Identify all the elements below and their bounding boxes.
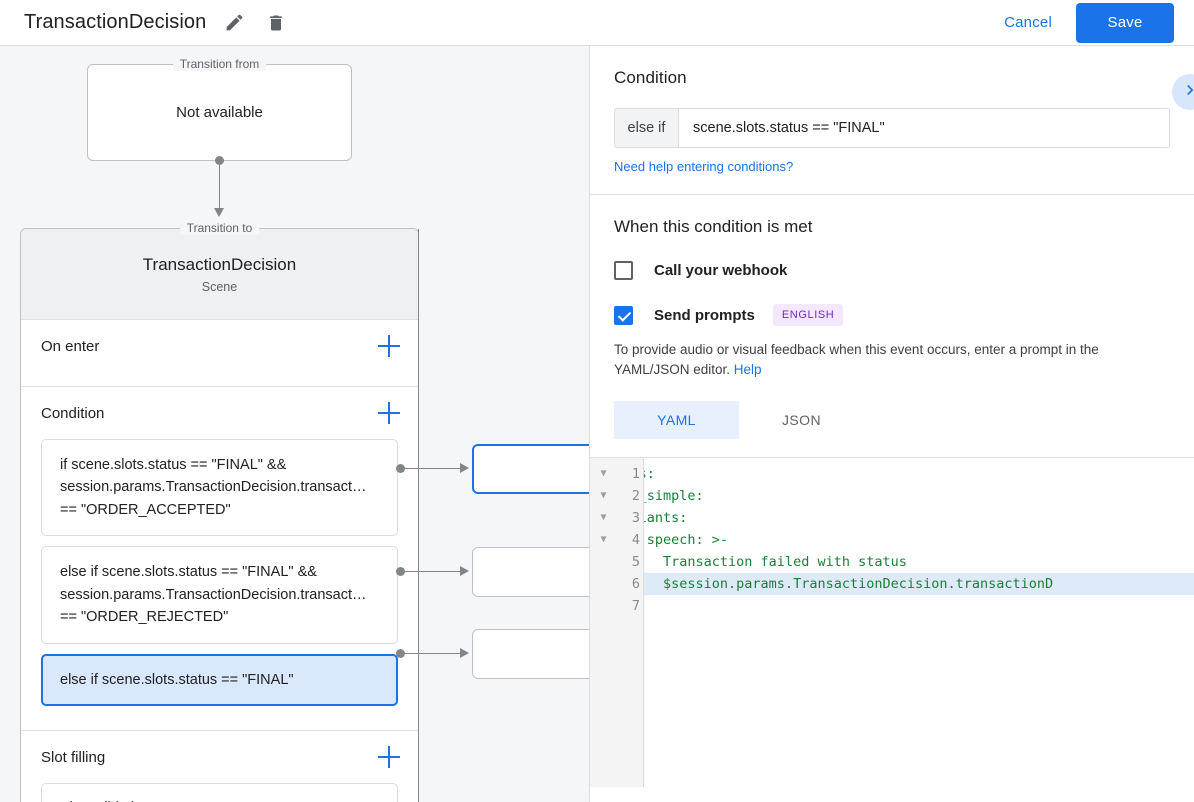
- condition-section-title: Condition: [614, 68, 687, 87]
- section-header-on-enter: On enter: [21, 320, 418, 372]
- section-header-slot-filling: Slot filling: [21, 731, 418, 783]
- when-condition-met-title: When this condition is met: [614, 217, 813, 236]
- section-title-condition: Condition: [41, 404, 105, 422]
- trash-icon: [266, 13, 286, 33]
- line-number: 6: [631, 575, 640, 592]
- tab-json[interactable]: JSON: [782, 411, 821, 428]
- code-line: variants:: [644, 509, 688, 526]
- connector-line: [219, 164, 220, 210]
- send-prompts-checkbox[interactable]: [614, 305, 633, 325]
- line-number: 4: [631, 531, 640, 548]
- transition-from-value: Not available: [176, 104, 263, 121]
- code-line: Transaction failed with status: [663, 553, 907, 570]
- condition-item-2[interactable]: else if scene.slots.status == "FINAL" &&…: [41, 546, 398, 644]
- fold-spacer: [590, 573, 617, 595]
- section-on-enter: On enter: [21, 320, 418, 387]
- plus-icon-condition[interactable]: [378, 402, 400, 424]
- condition-item-1[interactable]: if scene.slots.status == "FINAL" && sess…: [41, 439, 398, 537]
- transition-from-legend: Transition from: [172, 57, 267, 71]
- panel-divider: [590, 194, 1194, 195]
- call-webhook-checkbox[interactable]: [614, 261, 633, 280]
- line-number: 5: [631, 553, 640, 570]
- transition-target-node-1[interactable]: [472, 444, 589, 494]
- condition-help-link[interactable]: Need help entering conditions?: [614, 159, 794, 174]
- connector-line: [400, 571, 462, 572]
- condition-section: Condition else if Need help entering con…: [590, 46, 1194, 194]
- fold-spacer: [590, 551, 617, 573]
- save-button[interactable]: Save: [1076, 2, 1174, 43]
- chevron-right-icon: [1180, 80, 1194, 105]
- plus-icon-slot-filling[interactable]: [378, 746, 400, 769]
- condition-prefix-label: else if: [615, 109, 679, 147]
- scene-header[interactable]: TransactionDecision Scene: [21, 229, 418, 320]
- when-condition-met-section: When this condition is met Call your web…: [590, 195, 1194, 457]
- prompts-help-link[interactable]: Help: [733, 362, 762, 378]
- send-prompts-label: Send prompts: [654, 306, 755, 324]
- transition-to-legend: Transition to: [179, 221, 260, 235]
- language-badge: ENGLISH: [772, 304, 844, 326]
- code-line: [644, 595, 1194, 617]
- section-title-slot-filling: Slot filling: [41, 748, 106, 766]
- plus-icon-on-enter[interactable]: [378, 335, 400, 357]
- line-number: 7: [631, 597, 640, 614]
- line-number: 1: [631, 465, 640, 482]
- edit-name-button[interactable]: [220, 9, 248, 37]
- yaml-editor[interactable]: ▼ ▼ ▼ ▼ 1 2 3 4 5 6 7 idates: first_simp…: [590, 456, 1194, 787]
- condition-item-3[interactable]: else if scene.slots.status == "FINAL": [41, 653, 398, 707]
- fold-toggle[interactable]: ▼: [600, 511, 607, 523]
- scene-type: Scene: [201, 279, 238, 294]
- prompts-description-text: To provide audio or visual feedback when…: [614, 342, 1099, 378]
- condition-expression-input[interactable]: [679, 109, 1169, 147]
- editor-format-tabs: YAML JSON: [614, 400, 1170, 439]
- code-line: first_simple:: [644, 487, 704, 504]
- tab-yaml[interactable]: YAML: [614, 400, 739, 439]
- cancel-button[interactable]: Cancel: [992, 6, 1064, 39]
- section-title-on-enter: On enter: [41, 337, 100, 355]
- line-number: 2: [631, 487, 640, 504]
- code-line-active: $session.params.TransactionDecision.tran…: [644, 572, 1194, 595]
- pencil-icon: [224, 12, 245, 33]
- transition-target-node-3[interactable]: [472, 629, 589, 679]
- fold-spacer: [590, 595, 617, 617]
- connector-arrowhead: [460, 648, 469, 658]
- section-slot-filling: Slot filling Slot validation: [21, 731, 418, 802]
- editor-code-area[interactable]: idates: first_simple: variants: - speech…: [644, 458, 1194, 787]
- connector-line: [400, 653, 462, 654]
- collapse-panel-button[interactable]: [1172, 74, 1194, 110]
- line-number: 3: [631, 509, 640, 526]
- transition-target-node-2[interactable]: [472, 547, 589, 597]
- scene-flow-canvas[interactable]: Transition from Not available Transition…: [0, 46, 589, 802]
- code-line: - speech: >-: [646, 531, 729, 548]
- slot-validation-item[interactable]: Slot validation: [41, 783, 398, 802]
- editor-line-numbers: 1 2 3 4 5 6 7: [617, 457, 644, 787]
- prompts-description: To provide audio or visual feedback when…: [614, 340, 1170, 381]
- code-line: idates:: [644, 465, 655, 482]
- delete-button[interactable]: [262, 9, 290, 37]
- scene-node-card[interactable]: Transition to TransactionDecision Scene …: [20, 221, 419, 802]
- connector-arrowhead: [460, 566, 469, 576]
- fold-toggle[interactable]: ▼: [600, 489, 607, 501]
- fold-toggle[interactable]: ▼: [600, 533, 607, 545]
- connector-line: [400, 468, 462, 469]
- condition-field[interactable]: else if: [614, 108, 1170, 148]
- call-webhook-label: Call your webhook: [654, 262, 788, 279]
- details-panel: Condition else if Need help entering con…: [589, 46, 1194, 802]
- connector-arrowhead: [214, 208, 224, 217]
- editor-fold-column: ▼ ▼ ▼ ▼: [590, 457, 617, 787]
- transition-from-node[interactable]: Transition from Not available: [87, 57, 352, 161]
- section-header-condition: Condition: [21, 387, 418, 439]
- send-prompts-row: Send prompts ENGLISH: [614, 304, 1170, 326]
- page-title: TransactionDecision: [24, 11, 207, 33]
- flow-rail-line: [418, 229, 419, 802]
- section-condition: Condition if scene.slots.status == "FINA…: [21, 387, 418, 732]
- app-header: TransactionDecision Cancel Save: [0, 0, 1194, 46]
- scene-name: TransactionDecision: [142, 254, 297, 274]
- connector-arrowhead: [460, 463, 469, 473]
- webhook-row: Call your webhook: [614, 261, 1170, 280]
- fold-toggle[interactable]: ▼: [600, 467, 607, 479]
- connector-dot: [215, 156, 224, 165]
